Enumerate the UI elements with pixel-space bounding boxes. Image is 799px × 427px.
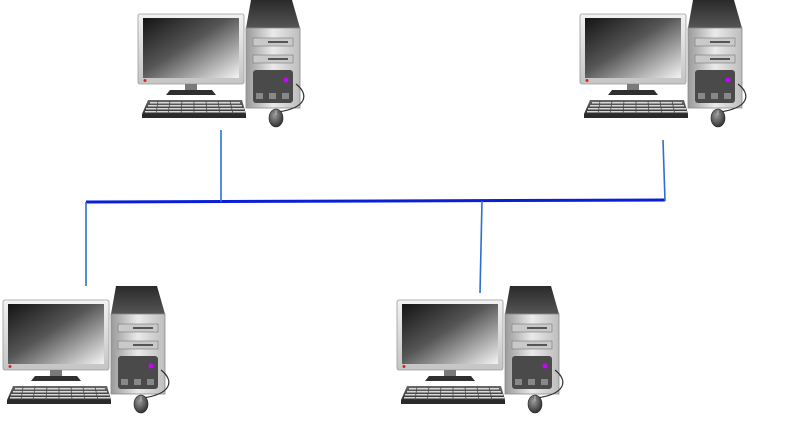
computer-bottom-right [396, 285, 564, 414]
drop-line-top-right [662, 139, 666, 202]
network-bus [85, 198, 666, 204]
desktop-computer-icon [579, 0, 747, 128]
computer-top-left [137, 0, 305, 128]
computer-top-right [579, 0, 747, 128]
desktop-computer-icon [137, 0, 305, 128]
computer-bottom-left [2, 285, 170, 414]
desktop-computer-icon [396, 285, 564, 414]
drop-line-bottom-right [479, 200, 483, 294]
desktop-computer-icon [2, 285, 170, 414]
network-links [85, 130, 666, 294]
